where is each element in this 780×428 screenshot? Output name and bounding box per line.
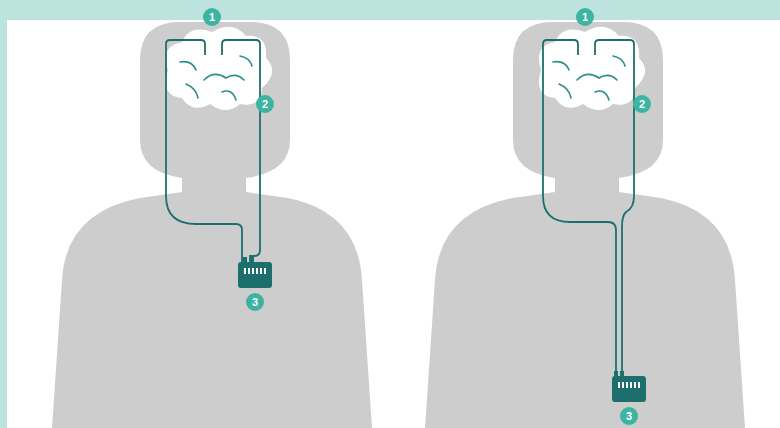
body-silhouette [425,22,745,428]
pulse-generator [238,262,272,288]
callout-number: 3 [246,293,264,311]
panel-background [7,20,780,428]
callout-number: 3 [620,407,638,425]
person-figure [52,22,372,428]
callout-number: 2 [633,95,651,113]
lead-wire [543,40,616,376]
body-silhouette [52,22,372,428]
lead-wire [166,40,242,262]
lead-wire [222,40,260,262]
callout-number: 1 [203,8,221,26]
lead-wire [595,40,634,376]
callout-number: 1 [576,8,594,26]
person-figure [425,22,745,428]
callout-circles [203,8,651,425]
callout-number: 2 [256,95,274,113]
pulse-generator [612,376,646,402]
